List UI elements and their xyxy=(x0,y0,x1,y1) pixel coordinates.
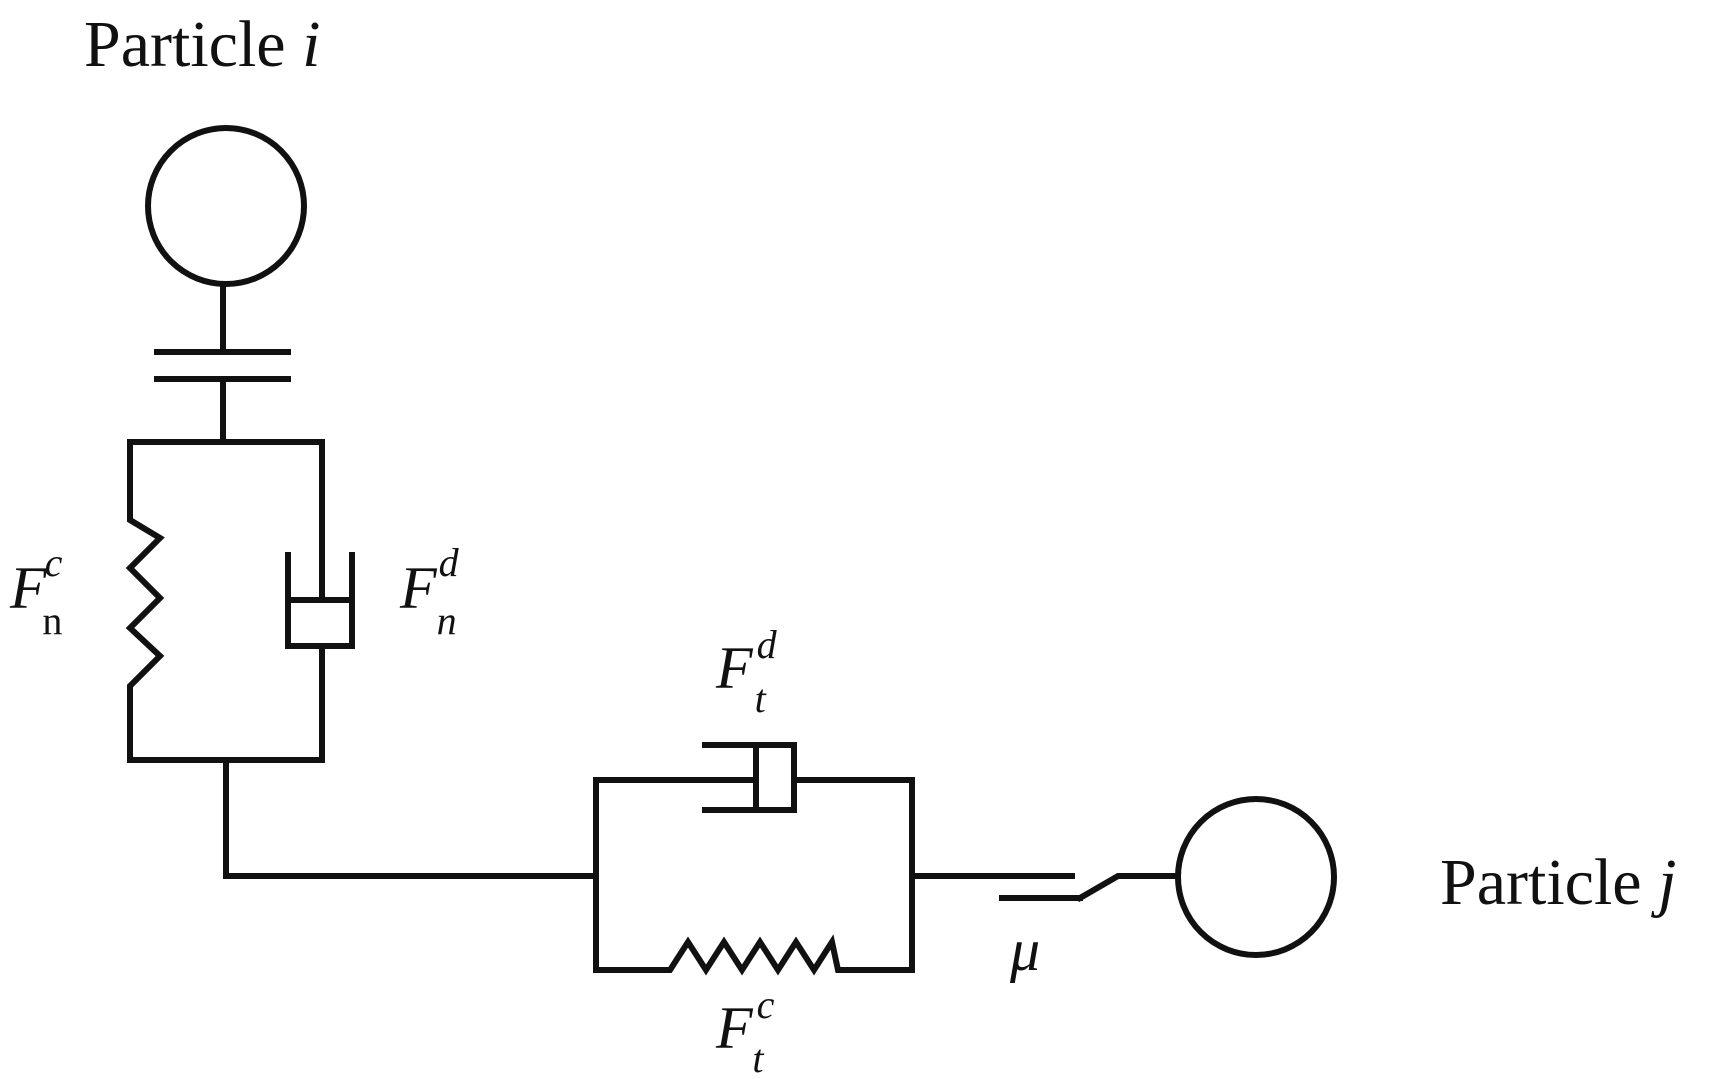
tangential-dashpot xyxy=(593,742,915,813)
friction-slider xyxy=(909,873,1181,903)
particle-i-label: Particle i xyxy=(84,8,320,81)
particle-j xyxy=(1175,796,1337,958)
normal-dashpot xyxy=(285,439,355,763)
particle-i xyxy=(145,125,307,287)
friction-coefficient-label: μ xyxy=(1009,917,1040,983)
connector-wire xyxy=(223,757,599,879)
particle-j-label: Particle j xyxy=(1440,846,1676,919)
tangential-spring xyxy=(593,934,915,976)
normal-spring xyxy=(125,439,165,763)
